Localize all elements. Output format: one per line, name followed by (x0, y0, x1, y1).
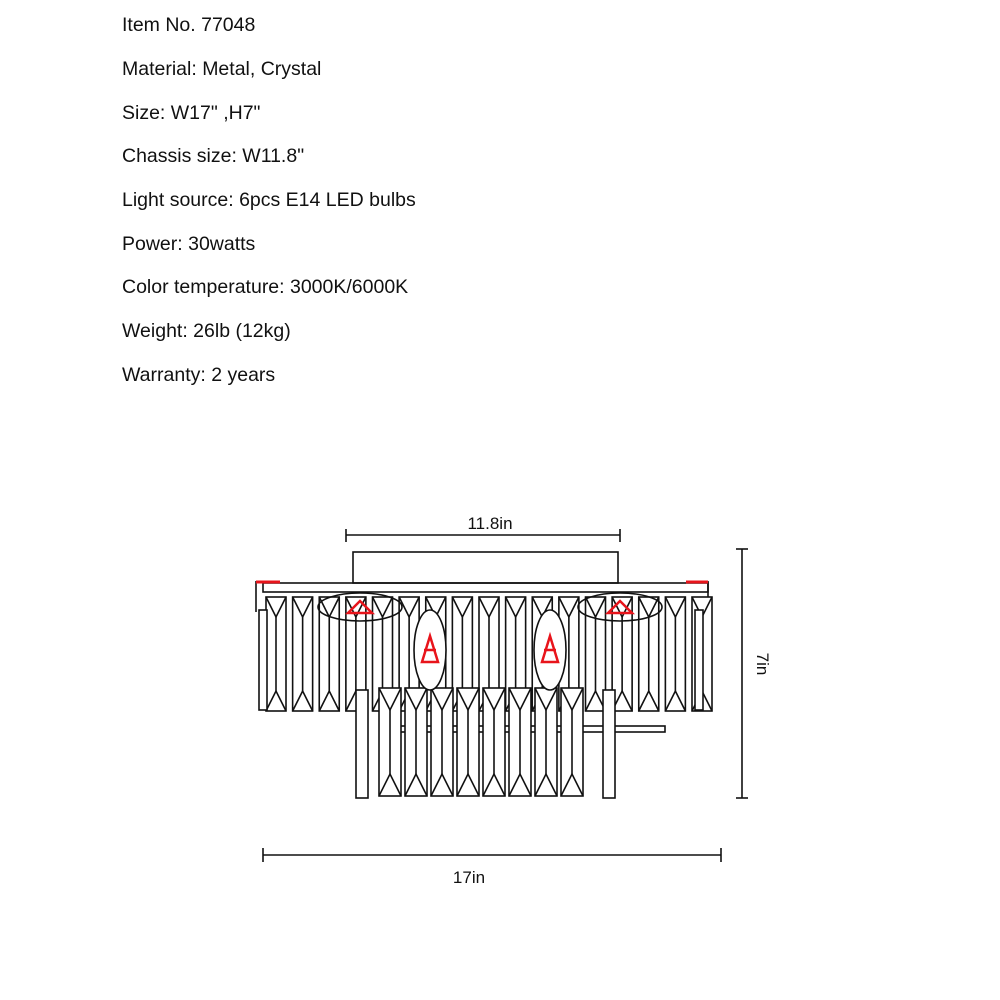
bulb-icon (344, 599, 376, 615)
upper-crystal (345, 596, 367, 712)
lower-crystal (560, 687, 584, 797)
upper-crystal (664, 596, 687, 712)
lower-crystal (404, 687, 428, 797)
spec-chassis-size: Chassis size: W11.8" (122, 145, 305, 167)
edge-crystal-right (694, 609, 704, 711)
upper-crystal (265, 596, 287, 712)
lower-crystal (456, 687, 480, 797)
height-label: 7in (753, 653, 772, 676)
spec-size: Size: W17" ,H7" (122, 102, 261, 124)
chassis-width-label: 11.8in (467, 514, 512, 533)
canopy (352, 551, 619, 584)
lower-crystal (534, 687, 558, 797)
width-label: 17in (453, 868, 485, 887)
lower-crystal (508, 687, 532, 797)
spec-warranty: Warranty: 2 years (122, 364, 276, 386)
side-crystal-right (602, 689, 616, 799)
spec-item-number: Item No. 77048 (122, 14, 256, 36)
spec-color-temperature: Color temperature: 3000K/6000K (122, 276, 409, 298)
lower-crystal (378, 687, 402, 797)
upper-crystal (291, 596, 314, 712)
lower-crystal (482, 687, 506, 797)
spec-light-source: Light source: 6pcs E14 LED bulbs (122, 189, 416, 211)
bulb-outline-horizontal (317, 592, 403, 622)
upper-crystal (584, 596, 607, 712)
bulb-icon (604, 599, 636, 615)
bulb-icon (420, 631, 440, 664)
spec-power: Power: 30watts (122, 233, 256, 255)
side-crystal-left (355, 689, 369, 799)
bulb-icon (540, 631, 560, 664)
upper-crystal (611, 596, 633, 712)
edge-crystal-left (258, 609, 268, 711)
spec-material: Material: Metal, Crystal (122, 58, 322, 80)
bulb-outline-horizontal (577, 592, 663, 622)
frame-bar (262, 582, 709, 593)
lower-crystal (430, 687, 454, 797)
spec-weight: Weight: 26lb (12kg) (122, 320, 291, 342)
